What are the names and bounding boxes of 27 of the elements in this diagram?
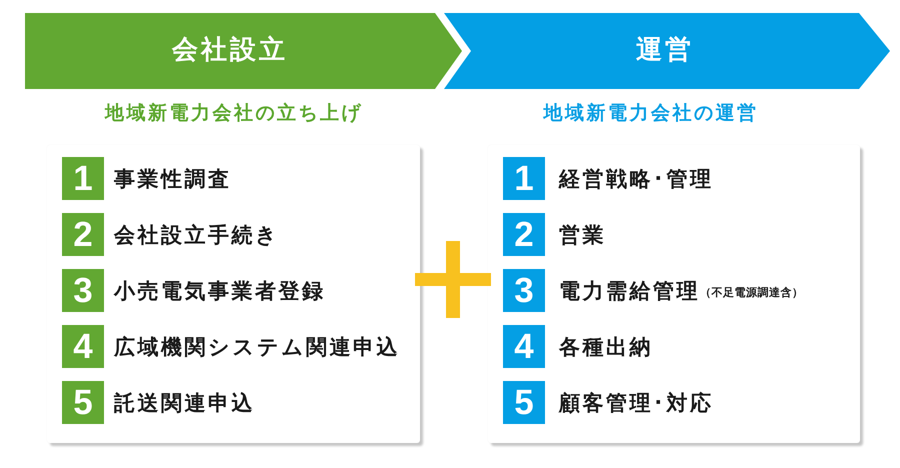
- step-label: 顧客管理･対応: [559, 390, 714, 416]
- step-label: 広域機関システム関連申込: [114, 334, 400, 360]
- chevron-banner: [444, 13, 890, 89]
- step-label: 経営戦略･管理: [559, 166, 714, 192]
- chevron-banner: [25, 13, 462, 89]
- step-number: 3: [62, 269, 104, 312]
- step-note: （不足電源調達含）: [700, 285, 804, 300]
- banner-title: 運営: [636, 35, 694, 67]
- step-label: 託送関連申込: [114, 390, 255, 416]
- step-number: 1: [503, 157, 545, 200]
- banner-title: 会社設立: [172, 35, 288, 67]
- step-number: 4: [503, 325, 545, 368]
- step-label: 会社設立手続き: [114, 222, 280, 248]
- step-number: 1: [62, 157, 104, 200]
- section-subtitle: 地域新電力会社の立ち上げ: [105, 101, 363, 126]
- step-number: 5: [503, 381, 545, 424]
- section-subtitle: 地域新電力会社の運営: [544, 101, 758, 126]
- step-label: 事業性調査: [114, 166, 232, 192]
- step-label: 電力需給管理: [559, 278, 700, 304]
- step-label: 各種出納: [559, 334, 653, 360]
- step-label: 小売電気事業者登録: [114, 278, 326, 304]
- step-number: 5: [62, 381, 104, 424]
- step-label: 営業: [559, 222, 606, 248]
- step-number: 4: [62, 325, 104, 368]
- step-number: 3: [503, 269, 545, 312]
- step-number: 2: [62, 213, 104, 256]
- step-number: 2: [503, 213, 545, 256]
